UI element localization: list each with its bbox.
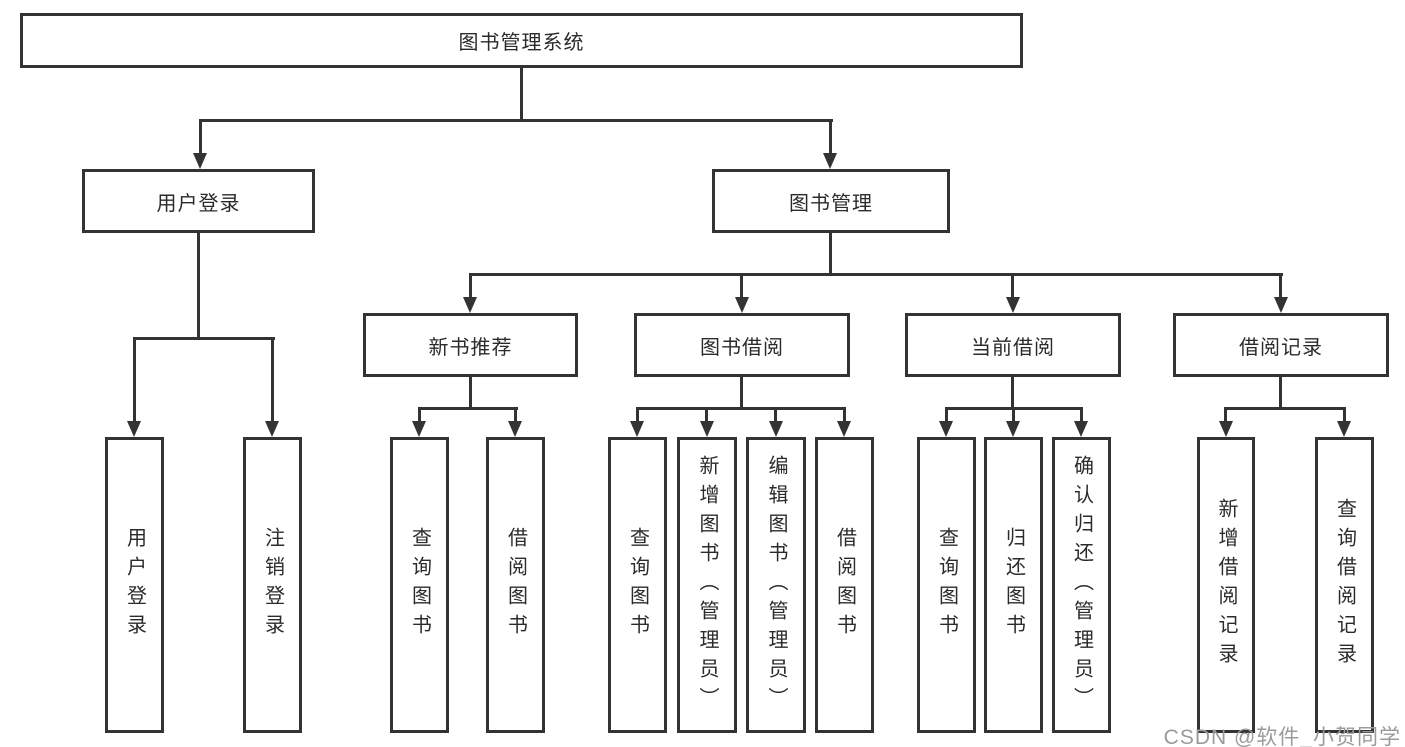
connector-line: [1224, 407, 1346, 410]
arrowhead-icon: [1006, 421, 1020, 437]
node-book-management: 图书管理: [712, 169, 950, 233]
leaf-logout-label: 注销登录: [261, 527, 284, 643]
leaf-borrow-add-books-admin: 新增图书（管理员）: [677, 437, 737, 733]
leaf-logout: 注销登录: [243, 437, 302, 733]
node-user-login: 用户登录: [82, 169, 315, 233]
arrowhead-icon: [939, 421, 953, 437]
arrowhead-icon: [1337, 421, 1351, 437]
connector-line: [133, 337, 275, 340]
connector-line: [271, 339, 274, 423]
node-user-login-label: 用户登录: [156, 192, 241, 215]
node-book-management-label: 图书管理: [789, 192, 873, 215]
connector-line: [1080, 409, 1083, 423]
leaf-borrow-search-books-label: 查询图书: [626, 527, 649, 643]
leaf-borrow-edit-books-admin-label: 编辑图书（管理员）: [765, 454, 787, 716]
node-current-borrow-label: 当前借阅: [971, 336, 1055, 359]
connector-line: [945, 409, 948, 423]
arrowhead-icon: [700, 421, 714, 437]
leaf-current-return-books-label: 归还图书: [1002, 527, 1025, 643]
arrowhead-icon: [630, 421, 644, 437]
connector-line: [740, 275, 743, 299]
node-root: 图书管理系统: [20, 13, 1023, 68]
leaf-recommend-borrow-books-label: 借阅图书: [504, 527, 527, 643]
connector-line: [133, 339, 136, 423]
leaf-borrow-edit-books-admin: 编辑图书（管理员）: [746, 437, 806, 733]
connector-line: [418, 407, 518, 410]
leaf-borrow-borrow-books: 借阅图书: [815, 437, 874, 733]
connector-line: [1011, 275, 1014, 299]
connector-line: [199, 121, 202, 155]
leaf-borrow-borrow-books-label: 借阅图书: [833, 527, 856, 643]
leaf-recommend-search-books-label: 查询图书: [408, 527, 431, 643]
leaf-borrow-search-books: 查询图书: [608, 437, 667, 733]
leaf-records-add-borrow-record: 新增借阅记录: [1197, 437, 1255, 733]
connector-line: [1224, 409, 1227, 423]
connector-line: [1279, 377, 1282, 407]
arrowhead-icon: [193, 153, 207, 169]
arrowhead-icon: [769, 421, 783, 437]
leaf-current-search-books-label: 查询图书: [935, 527, 958, 643]
arrowhead-icon: [1006, 297, 1020, 313]
arrowhead-icon: [127, 421, 141, 437]
arrowhead-icon: [1274, 297, 1288, 313]
arrowhead-icon: [837, 421, 851, 437]
connector-line: [514, 409, 517, 423]
arrowhead-icon: [412, 421, 426, 437]
leaf-current-confirm-return-admin-label: 确认归还（管理员）: [1070, 454, 1093, 716]
node-current-borrow: 当前借阅: [905, 313, 1121, 377]
connector-line: [418, 409, 421, 423]
node-book-borrow-label: 图书借阅: [700, 336, 784, 359]
leaf-user-login-label: 用户登录: [123, 527, 146, 643]
connector-line: [520, 68, 523, 119]
connector-line: [469, 377, 472, 407]
connector-line: [829, 121, 832, 155]
arrowhead-icon: [265, 421, 279, 437]
connector-line: [1343, 409, 1346, 423]
arrowhead-icon: [1074, 421, 1088, 437]
arrowhead-icon: [735, 297, 749, 313]
connector-line: [199, 119, 833, 122]
connector-line: [197, 233, 200, 337]
leaf-records-add-borrow-record-label: 新增借阅记录: [1215, 498, 1237, 672]
node-new-book-recommend-label: 新书推荐: [428, 336, 513, 359]
leaf-recommend-borrow-books: 借阅图书: [486, 437, 545, 733]
connector-line: [945, 407, 1083, 410]
leaf-current-confirm-return-admin: 确认归还（管理员）: [1052, 437, 1111, 733]
connector-line: [469, 275, 472, 299]
leaf-records-search-borrow-record-label: 查询借阅记录: [1333, 498, 1356, 672]
leaf-recommend-search-books: 查询图书: [390, 437, 449, 733]
leaf-borrow-add-books-admin-label: 新增图书（管理员）: [696, 454, 718, 716]
connector-line: [774, 409, 777, 423]
leaf-user-login: 用户登录: [105, 437, 164, 733]
connector-line: [636, 407, 846, 410]
arrowhead-icon: [1219, 421, 1233, 437]
connector-line: [469, 273, 1283, 276]
connector-line: [705, 409, 708, 423]
node-root-label: 图书管理系统: [458, 32, 585, 54]
leaf-current-return-books: 归还图书: [984, 437, 1043, 733]
connector-line: [740, 377, 743, 407]
leaf-current-search-books: 查询图书: [917, 437, 976, 733]
connector-line: [843, 409, 846, 423]
node-new-book-recommend: 新书推荐: [363, 313, 578, 377]
node-borrow-records-label: 借阅记录: [1239, 336, 1323, 359]
connector-line: [636, 409, 639, 423]
csdn-watermark: CSDN @软件_小贺同学: [1163, 726, 1401, 747]
connector-line: [1279, 275, 1282, 299]
connector-line: [829, 233, 832, 273]
arrowhead-icon: [463, 297, 477, 313]
arrowhead-icon: [823, 153, 837, 169]
connector-line: [1011, 377, 1014, 407]
node-borrow-records: 借阅记录: [1173, 313, 1389, 377]
arrowhead-icon: [508, 421, 522, 437]
connector-line: [1012, 409, 1015, 423]
node-book-borrow: 图书借阅: [634, 313, 850, 377]
leaf-records-search-borrow-record: 查询借阅记录: [1315, 437, 1374, 733]
